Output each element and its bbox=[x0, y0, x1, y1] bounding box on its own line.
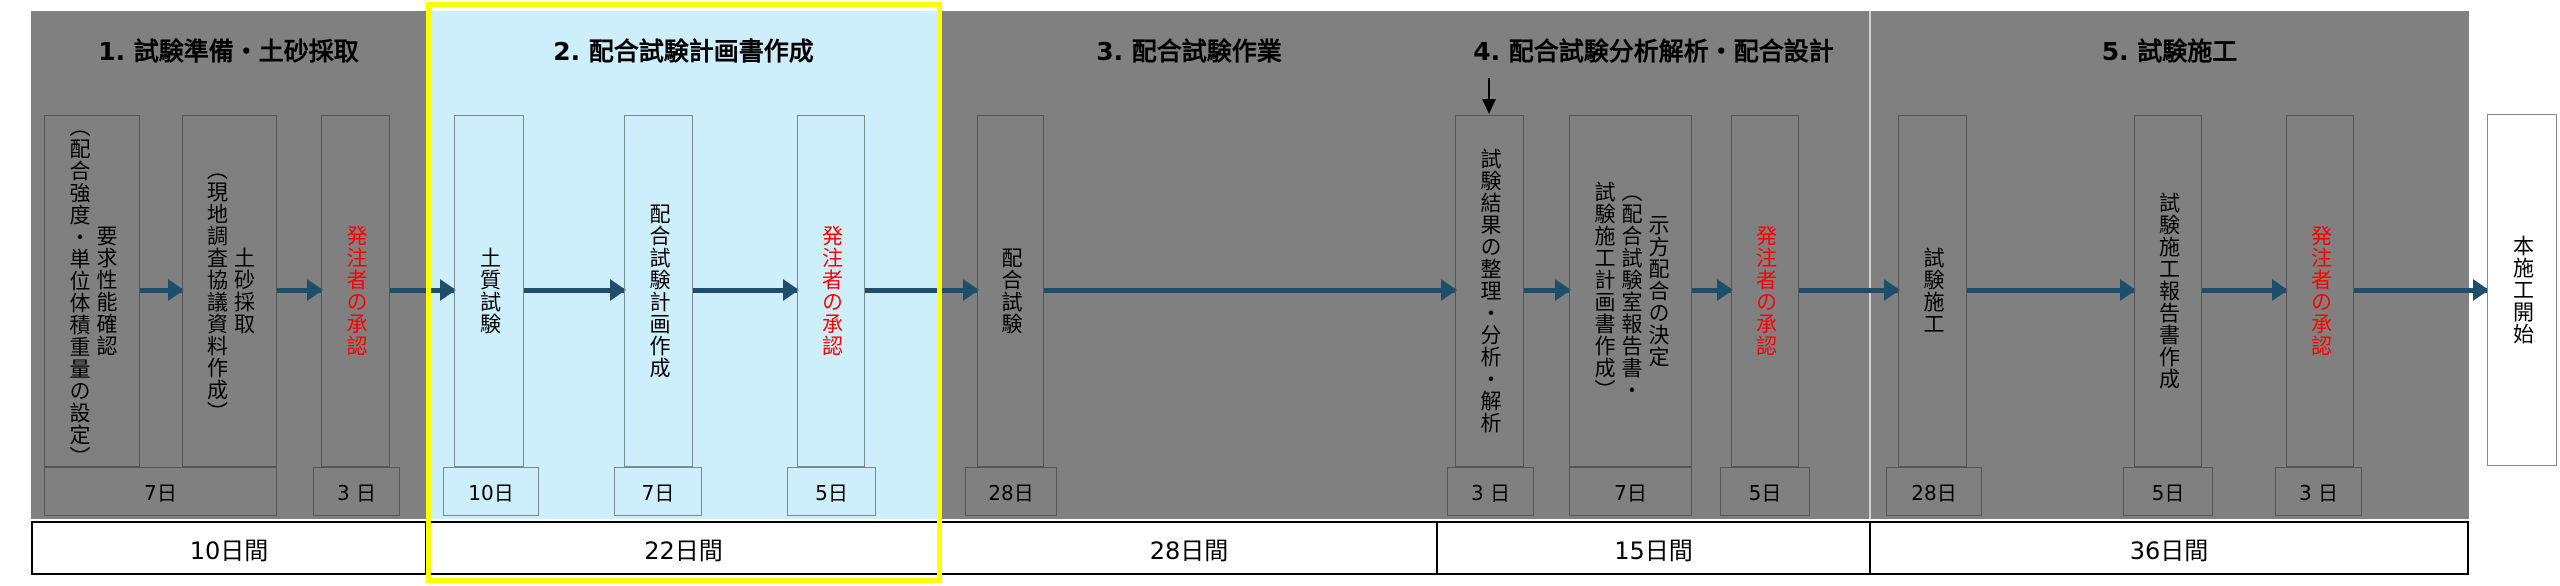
flow-arrow bbox=[1692, 279, 1733, 301]
phase-2-panel[interactable] bbox=[426, 11, 941, 519]
approval-label: 発注者の承認 bbox=[819, 225, 844, 357]
phase-4-panel bbox=[1437, 11, 1870, 519]
phase-3-duration: 28日間 bbox=[941, 521, 1437, 575]
task-result-analysis: 試験結果の整理・分析・解析 bbox=[1455, 115, 1524, 467]
phase-5-title: 5. 試験施工 bbox=[2101, 37, 2238, 66]
days-label: 5日 bbox=[1720, 467, 1810, 516]
flow-arrow bbox=[693, 279, 799, 301]
flow-arrow bbox=[2354, 279, 2489, 301]
days-label: 7日 bbox=[1569, 467, 1692, 516]
approval-label: 発注者の承認 bbox=[2308, 225, 2333, 357]
task-mix-design: 示方配合の決定（配合試験室報告書・試験施工計画書作成） bbox=[1569, 115, 1692, 467]
approval-label: 発注者の承認 bbox=[1753, 225, 1778, 357]
phase-divider bbox=[1869, 11, 1871, 519]
phase-5-duration: 36日間 bbox=[1870, 521, 2469, 575]
task-label: 配合試験計画作成 bbox=[647, 203, 671, 379]
task-trial-construction: 試験施工 bbox=[1898, 115, 1967, 467]
task-approval-5: 発注者の承認 bbox=[2286, 115, 2354, 467]
days-label: 3 日 bbox=[1447, 467, 1534, 516]
task-label: 土質試験 bbox=[477, 247, 502, 335]
task-line: 試験施工計画書作成） bbox=[1592, 181, 1616, 401]
days-label: 3 日 bbox=[313, 467, 400, 516]
days-label: 10日 bbox=[443, 467, 539, 516]
task-mix-test: 配合試験 bbox=[977, 115, 1044, 467]
phase-3-title: 3. 配合試験作業 bbox=[1096, 37, 1282, 66]
task-line: （配合強度・単位体積重量の設定） bbox=[67, 116, 91, 468]
task-line: （現地調査協議資料作成） bbox=[204, 159, 229, 423]
construction-start-box: 本施工開始 bbox=[2487, 114, 2557, 466]
phase-1-title: 1. 試験準備・土砂採取 bbox=[98, 37, 359, 66]
flow-arrow bbox=[2202, 279, 2288, 301]
days-label: 7日 bbox=[614, 467, 702, 516]
task-approval-4: 発注者の承認 bbox=[1731, 115, 1799, 467]
flow-arrow bbox=[1799, 279, 1900, 301]
flow-arrow bbox=[1044, 279, 1457, 301]
task-line: （配合試験室報告書・ bbox=[1619, 181, 1643, 401]
phase-2-title: 2. 配合試験計画書作成 bbox=[553, 37, 814, 66]
task-mix-test-plan: 配合試験計画作成 bbox=[624, 115, 693, 467]
days-label: 28日 bbox=[1886, 467, 1982, 516]
flow-arrow bbox=[865, 279, 979, 301]
phase-4-title: 4. 配合試験分析解析・配合設計 bbox=[1473, 37, 1834, 66]
flow-arrow bbox=[524, 279, 626, 301]
days-label: 28日 bbox=[965, 467, 1057, 516]
phase-2-duration: 22日間 bbox=[426, 521, 941, 575]
task-label: 試験施工 bbox=[1921, 247, 1945, 335]
down-arrow-icon bbox=[1488, 78, 1490, 100]
phase-1-panel bbox=[31, 11, 426, 519]
down-arrowhead-icon bbox=[1482, 99, 1496, 114]
flow-arrow bbox=[1524, 279, 1571, 301]
task-trial-report: 試験施工報告書作成 bbox=[2134, 115, 2202, 467]
task-approval-2: 発注者の承認 bbox=[797, 115, 865, 467]
phase-3-panel bbox=[941, 11, 1437, 519]
days-label: 5日 bbox=[787, 467, 876, 516]
approval-label: 発注者の承認 bbox=[344, 225, 368, 357]
task-label: 試験結果の整理・分析・解析 bbox=[1478, 148, 1502, 434]
phase-1-duration: 10日間 bbox=[31, 521, 426, 575]
task-line: 土砂採取 bbox=[231, 247, 256, 335]
days-label: 7日 bbox=[44, 467, 277, 516]
days-label: 3 日 bbox=[2275, 467, 2362, 516]
phase-4-duration: 15日間 bbox=[1437, 521, 1870, 575]
days-label: 5日 bbox=[2123, 467, 2213, 516]
task-soil-test: 土質試験 bbox=[454, 115, 524, 467]
phase-5-panel bbox=[1870, 11, 2469, 519]
flow-arrow bbox=[390, 279, 456, 301]
flow-arrow bbox=[140, 279, 184, 301]
task-requirements-check: 要求性能確認（配合強度・単位体積重量の設定） bbox=[44, 115, 140, 468]
task-line: 要求性能確認 bbox=[94, 225, 118, 357]
selection-highlight bbox=[426, 2, 942, 583]
task-soil-sampling: 土砂採取（現地調査協議資料作成） bbox=[182, 115, 277, 467]
flow-arrow bbox=[277, 279, 323, 301]
task-approval-1: 発注者の承認 bbox=[321, 115, 390, 467]
task-label: 配合試験 bbox=[999, 247, 1023, 335]
task-label: 試験施工報告書作成 bbox=[2156, 192, 2181, 390]
task-line: 示方配合の決定 bbox=[1646, 214, 1670, 368]
construction-start-label: 本施工開始 bbox=[2510, 235, 2535, 345]
flow-arrow bbox=[1967, 279, 2136, 301]
